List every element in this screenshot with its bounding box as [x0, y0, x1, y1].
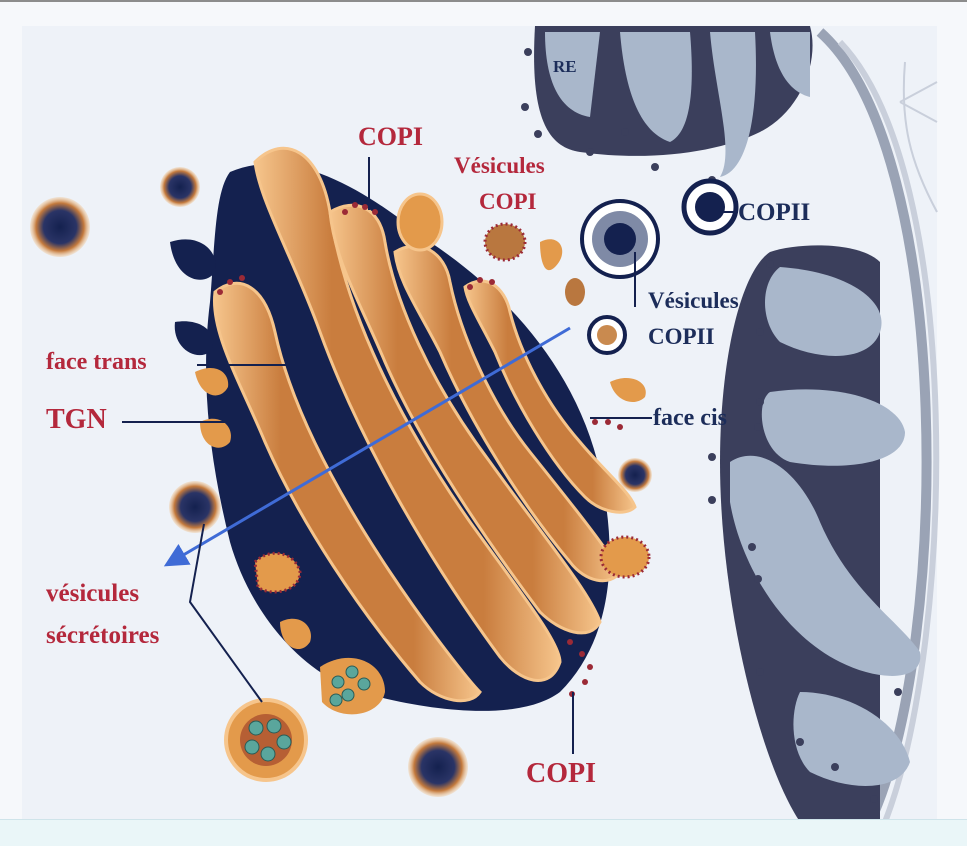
- label-tgn: TGN: [46, 404, 107, 435]
- secretory-vesicles: [224, 657, 385, 782]
- label-vesicules-copii-line2: COPII: [648, 324, 715, 349]
- copii-vesicles: [580, 178, 739, 355]
- leader-lines: [122, 157, 738, 754]
- endoplasmic-reticulum-right: [720, 245, 921, 822]
- label-re: RE: [553, 57, 577, 76]
- label-vesicules-secretoires-line2: sécrétoires: [46, 622, 160, 649]
- label-vesicules-secretoires-line1: vésicules: [46, 580, 140, 607]
- label-copi-top: COPI: [358, 122, 423, 151]
- label-vesicules-copii-line1: Vésicules: [648, 288, 739, 313]
- label-copii-top: COPII: [738, 199, 811, 226]
- label-face-trans: face trans: [46, 349, 147, 375]
- label-vesicules-copi-line1: Vésicules: [454, 153, 545, 178]
- copi-coat-dots: [217, 202, 623, 697]
- golgi-cisternae: [212, 146, 637, 703]
- nuclear-envelope: [816, 26, 940, 825]
- label-copi-bottom: COPI: [526, 758, 596, 789]
- transport-direction-arrow: [163, 326, 571, 567]
- bottom-strip: [0, 819, 967, 846]
- label-face-cis: face cis: [653, 405, 727, 431]
- free-vesicles: [30, 167, 652, 797]
- golgi-buds: [195, 192, 651, 650]
- label-vesicules-copi-line2: COPI: [479, 189, 537, 214]
- endoplasmic-reticulum-top: [534, 26, 813, 177]
- ribosomes: [521, 48, 902, 803]
